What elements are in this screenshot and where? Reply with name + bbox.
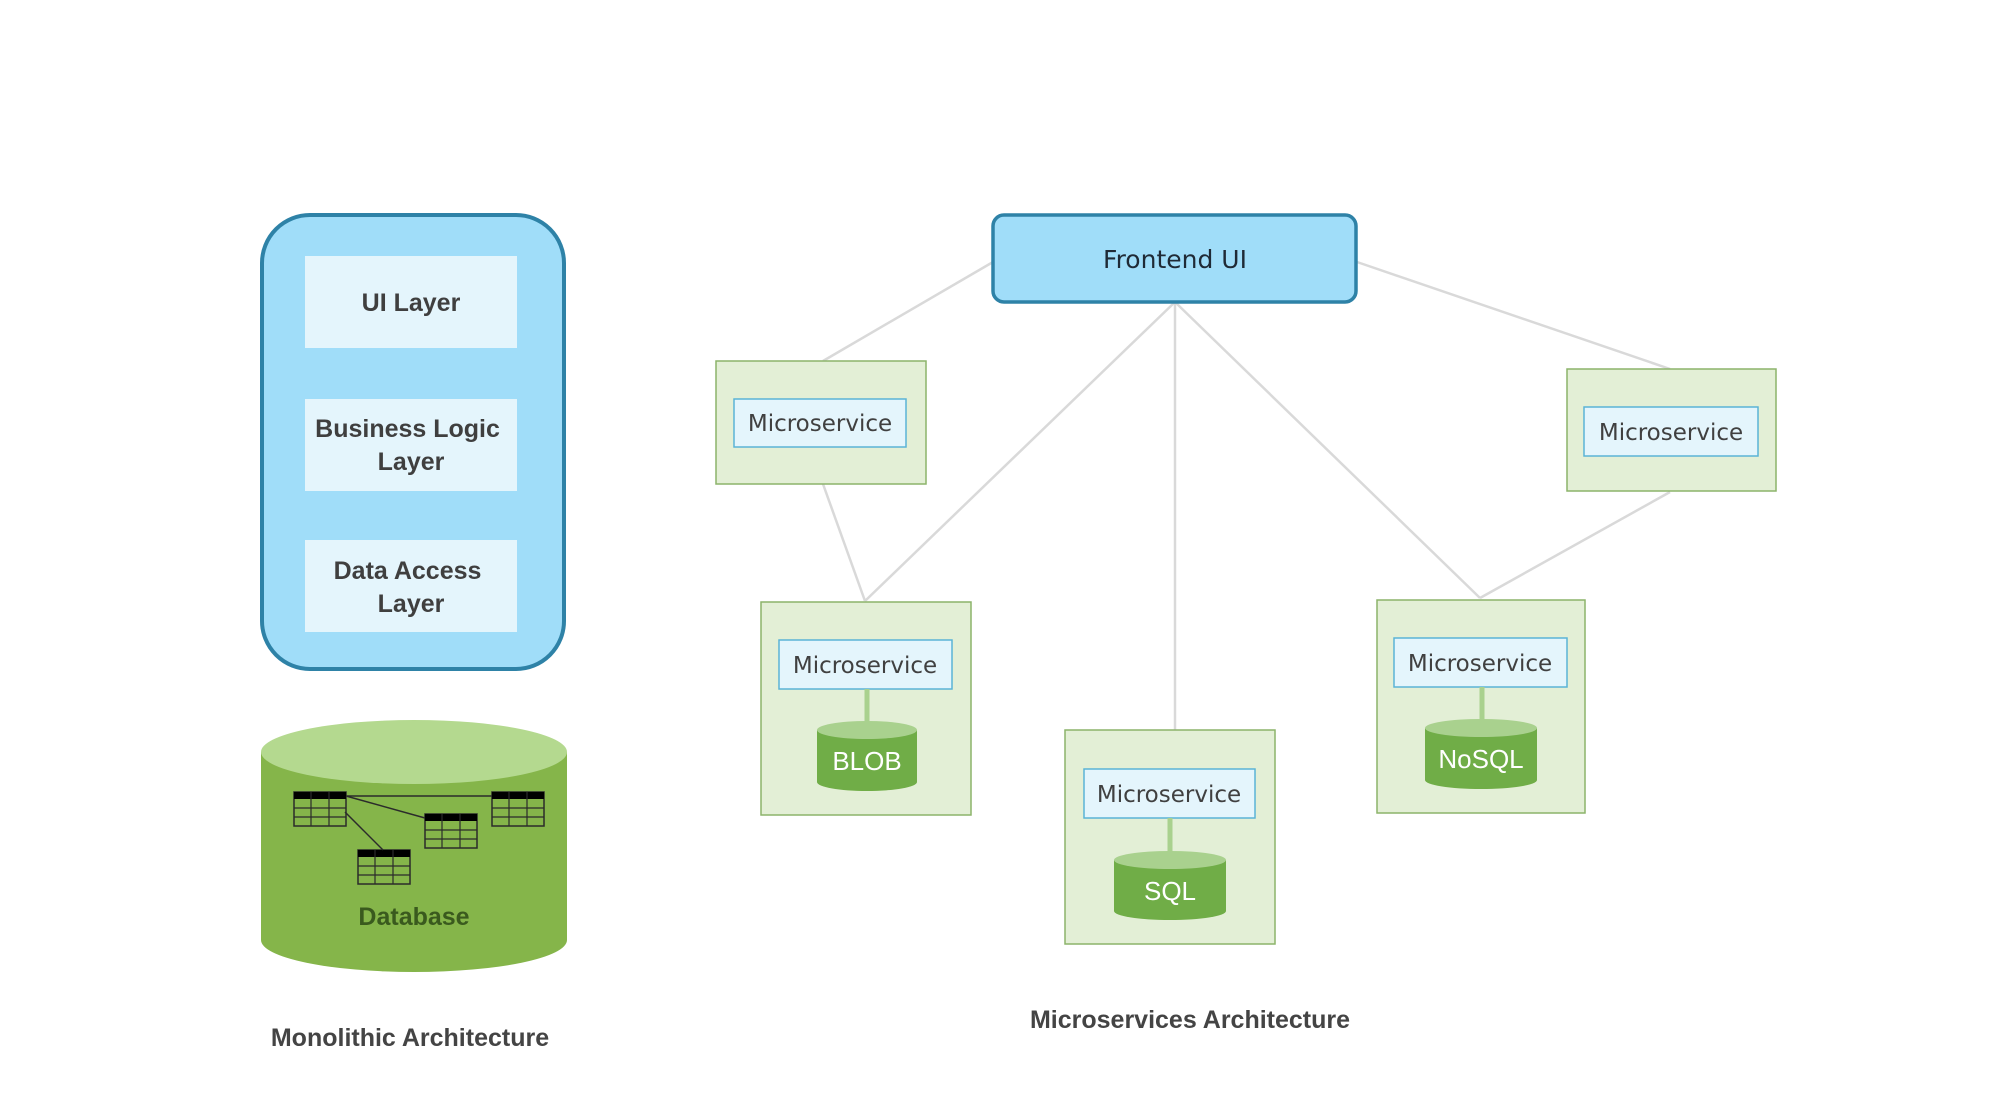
nosql-store-label: NoSQL [1438,744,1523,774]
nosql-store-cylinder: NoSQL [1425,719,1537,789]
frontend-ui-label: Frontend UI [1103,245,1247,274]
database-label: Database [358,903,469,931]
microservice-container: Microservice [1566,368,1777,492]
ui-layer-label: UI Layer [362,289,461,317]
sql-store-label: SQL [1144,876,1196,906]
microservice-label: Microservice [1599,420,1743,446]
ui-layer: UI Layer [305,256,517,348]
table-icon [357,849,411,885]
frontend-ui-box: Frontend UI [991,213,1358,304]
microservice-label: Microservice [1408,651,1552,677]
data-access-layer-line-2: Layer [378,590,445,618]
table-icon [491,791,545,827]
connector [1479,490,1671,600]
connectors [821,260,1671,730]
microservice-blob-container: Microservice BLOB [760,601,972,816]
connector [821,483,867,602]
blob-store-label: BLOB [832,746,901,776]
monolith-caption: Monolithic Architecture [271,1024,549,1052]
microservice-label: Microservice [1097,782,1241,808]
microservice-label: Microservice [748,411,892,437]
microservice-nosql-container: Microservice NoSQL [1376,599,1586,814]
data-access-layer: Data Access Layer [305,540,517,632]
connector [864,301,1176,602]
business-logic-layer-label: Business Logic Layer [315,415,507,476]
microservices-caption: Microservices Architecture [1030,1006,1350,1034]
sql-store-cylinder: SQL [1114,851,1226,920]
microservice-sql-container: Microservice SQL [1064,729,1276,945]
microservice-container: Microservice [715,360,927,485]
data-access-layer-label: Data Access Layer [334,557,489,618]
connector [1174,301,1481,599]
business-logic-layer-line-1: Business Logic [315,415,500,443]
business-logic-layer-line-2: Layer [378,448,445,476]
microservice-label: Microservice [793,653,937,679]
connector [822,260,994,363]
business-logic-layer: Business Logic Layer [305,399,517,491]
table-icon [424,813,478,849]
table-icon [293,791,347,827]
connector [1356,260,1671,371]
table-relations [344,795,492,851]
database-cylinder: Database [261,720,567,972]
blob-store-cylinder: BLOB [817,721,917,791]
data-access-layer-line-1: Data Access [334,557,482,585]
